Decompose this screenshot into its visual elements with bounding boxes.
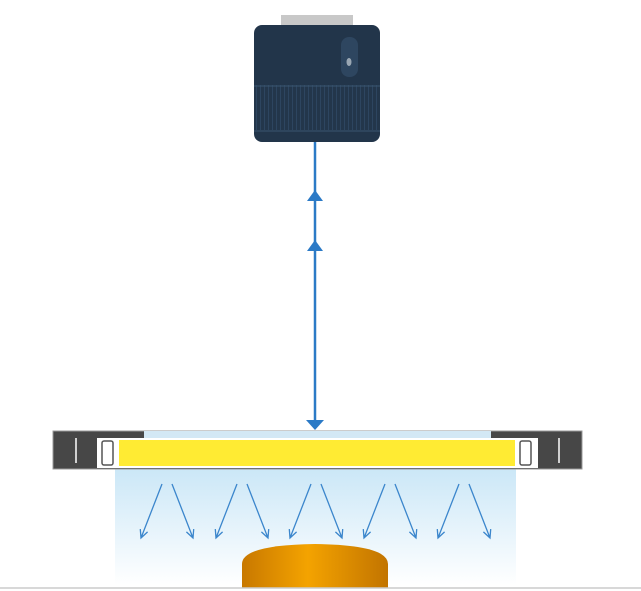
light-ray-icon [246,483,270,540]
beam-arrow-icon [306,142,324,430]
light-ray-icon [468,483,492,540]
light-ray-icon [394,483,418,540]
light-ray-icon [214,483,238,540]
camera-icon [254,15,380,142]
light-ray-icon [139,483,163,540]
object-icon [242,544,388,588]
light-ray-icon [288,483,312,540]
light-ray-icon [171,483,195,540]
light-rays [139,483,492,540]
light-ray-icon [362,483,386,540]
ring-light-icon [52,430,583,470]
light-ray-icon [320,483,344,540]
light-ray-icon [436,483,460,540]
